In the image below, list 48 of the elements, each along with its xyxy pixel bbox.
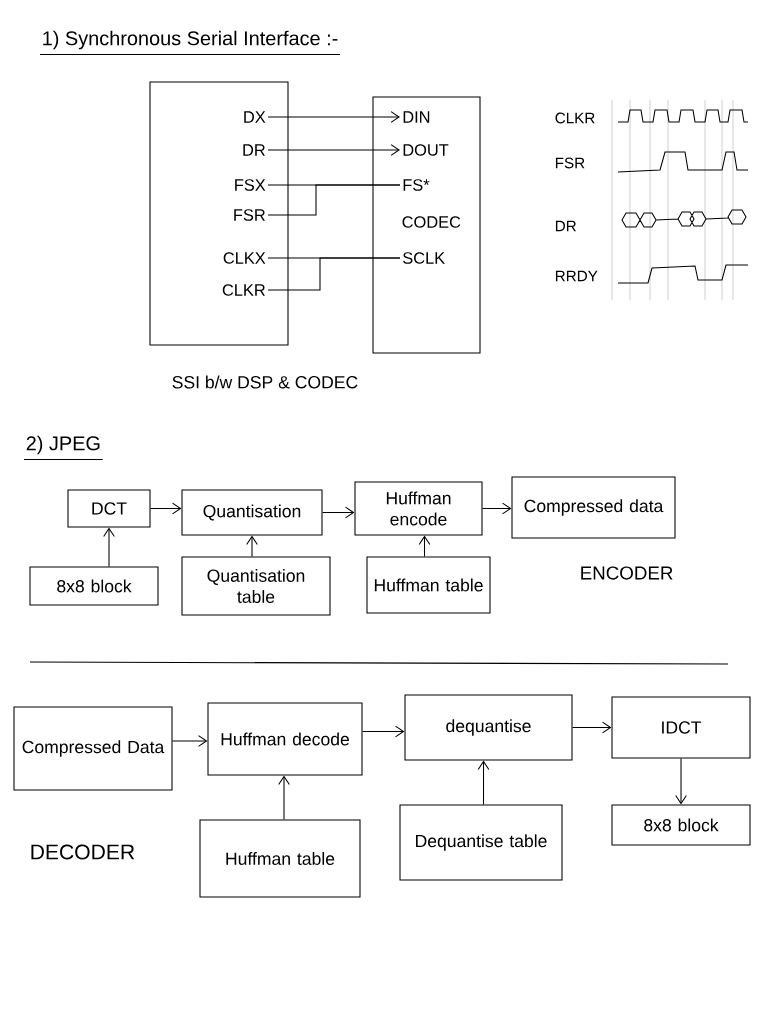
process-box: Compressed data xyxy=(511,476,676,539)
process-box: Quantisation table xyxy=(181,556,331,616)
arrow xyxy=(150,502,182,515)
pin-label: CLKX xyxy=(223,252,266,264)
arrow xyxy=(172,735,208,747)
process-box: Quantisation xyxy=(181,489,323,536)
pin-label: FSR xyxy=(234,209,265,221)
arrow xyxy=(246,535,258,557)
process-box: Huffman encode xyxy=(354,481,483,536)
arrow xyxy=(267,111,400,123)
arrow xyxy=(675,758,687,805)
pin-label: DX xyxy=(244,111,266,123)
pin-label: CLKR xyxy=(222,284,265,296)
chip-box xyxy=(149,81,289,346)
arrow xyxy=(278,775,290,820)
arrow xyxy=(482,502,512,515)
pin-label: FSX xyxy=(235,179,266,191)
text-label: FSR xyxy=(555,157,585,169)
process-box: 8x8 block xyxy=(29,566,159,606)
process-box: dequantise xyxy=(404,694,573,761)
text-label: DECODER xyxy=(31,844,135,860)
process-box: Huffman table xyxy=(199,819,361,898)
process-box: 8x8 block xyxy=(611,804,751,846)
text-label: CLKR xyxy=(555,112,595,124)
arrow xyxy=(103,527,115,567)
arrow xyxy=(362,725,405,738)
text-label: SSI b/w DSP & CODEC xyxy=(172,375,358,389)
arrow xyxy=(572,721,612,734)
pin-label: FS* xyxy=(403,179,430,191)
arrow xyxy=(267,144,400,156)
text-label: 2) JPEG xyxy=(26,435,100,455)
pin-label: DR xyxy=(243,144,265,156)
process-box: Dequantise table xyxy=(399,804,563,881)
arrow xyxy=(418,535,431,557)
text-label: RRDY xyxy=(555,270,598,282)
text-label: 1) Synchronous Serial Interface :- xyxy=(43,30,338,50)
process-box: Huffman table xyxy=(366,556,491,614)
process-box: Huffman decode xyxy=(207,702,363,776)
arrow xyxy=(322,506,355,519)
pin-label: DIN xyxy=(403,111,430,123)
process-box: DCT xyxy=(67,489,151,528)
process-box: Compressed Data xyxy=(13,706,173,791)
pin-label: DOUT xyxy=(403,144,449,156)
arrow xyxy=(477,760,490,805)
text-label: ENCODER xyxy=(581,566,673,580)
pin-label: SCLK xyxy=(403,252,445,264)
process-box: IDCT xyxy=(611,696,751,759)
text-label: DR xyxy=(555,220,576,232)
